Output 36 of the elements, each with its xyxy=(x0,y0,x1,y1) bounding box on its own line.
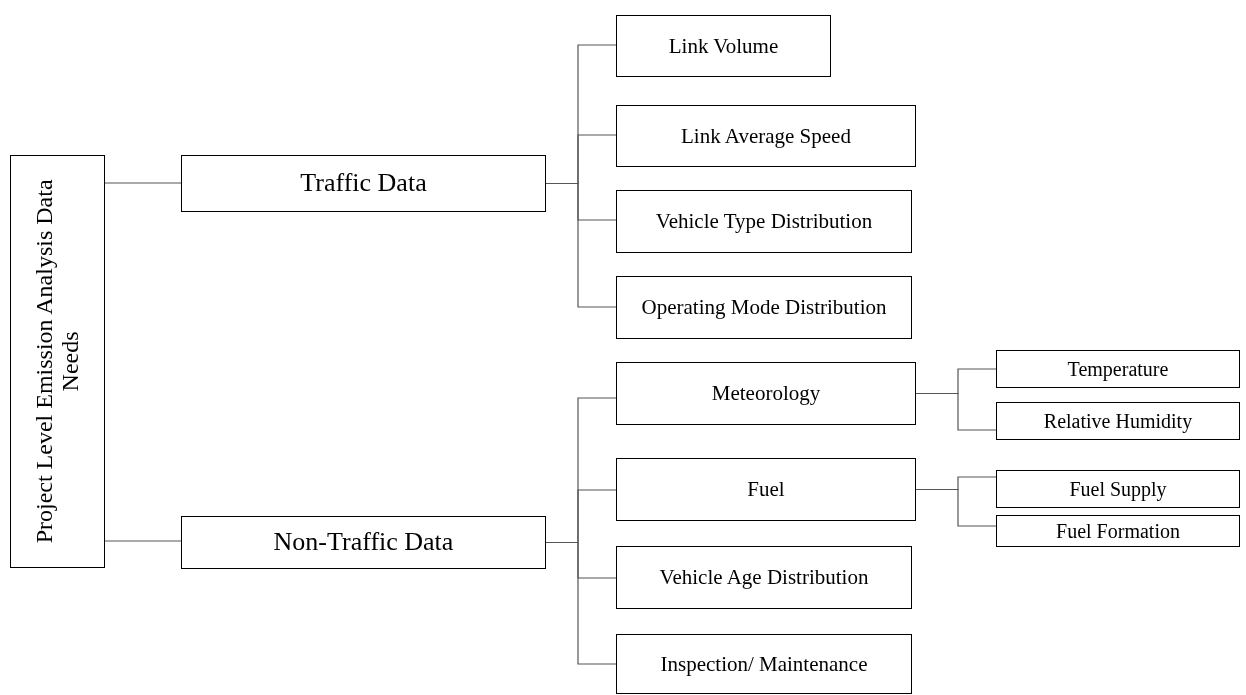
box-label: Fuel Formation xyxy=(1055,518,1181,544)
box-label: Relative Humidity xyxy=(1042,408,1194,434)
box-label: Temperature xyxy=(1066,356,1170,382)
category-box xyxy=(996,470,1240,508)
category-box xyxy=(616,190,912,253)
box-label: Non-Traffic Data xyxy=(272,526,455,559)
category-box xyxy=(996,350,1240,388)
box-label: Meteorology xyxy=(710,380,822,407)
category-box xyxy=(181,516,546,569)
connector-line xyxy=(545,182,617,308)
category-box xyxy=(616,458,916,521)
category-box xyxy=(616,634,912,694)
box-label: Link Volume xyxy=(667,32,780,60)
root-box xyxy=(10,155,105,568)
box-label: Vehicle Age Distribution xyxy=(658,564,870,591)
category-box xyxy=(181,155,546,212)
connector-line xyxy=(915,392,997,431)
box-label: Vehicle Type Distribution xyxy=(654,208,874,235)
category-box xyxy=(616,546,912,609)
connector-line xyxy=(104,540,182,542)
root-label: Project Level Emission Analysis Data Needs xyxy=(31,178,84,546)
category-box xyxy=(616,15,831,77)
connector-line xyxy=(104,182,182,184)
category-box xyxy=(616,105,916,167)
box-label: Fuel xyxy=(746,476,786,503)
box-label: Fuel Supply xyxy=(1068,476,1168,502)
category-box xyxy=(616,276,912,339)
connector-line xyxy=(915,488,997,527)
box-label: Traffic Data xyxy=(299,167,428,200)
box-label: Link Average Speed xyxy=(680,122,852,150)
box-label: Operating Mode Distribution xyxy=(640,294,888,321)
category-box xyxy=(996,402,1240,440)
category-box xyxy=(996,515,1240,547)
category-box xyxy=(616,362,916,425)
connector-line xyxy=(545,541,617,665)
box-label: Inspection/ Maintenance xyxy=(659,650,869,678)
